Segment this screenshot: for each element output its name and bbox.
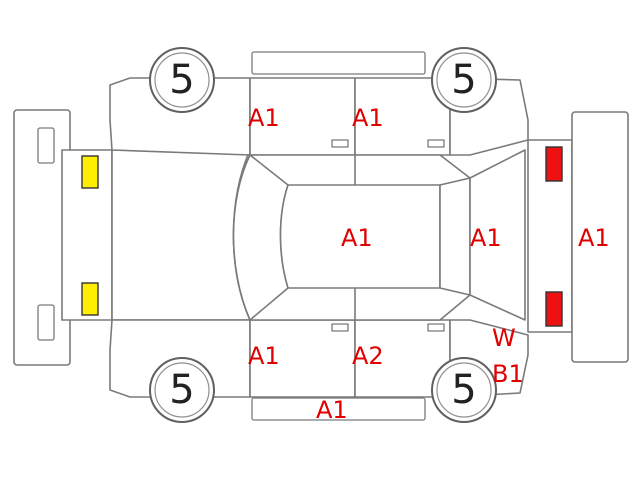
rear-bumper <box>571 111 629 363</box>
front-lamp-upper <box>81 155 99 189</box>
mark-rear-glass: A1 <box>470 224 502 252</box>
tire-rear-left: 5 <box>431 47 497 113</box>
tire-front-right: 5 <box>149 357 215 423</box>
front-lamp-lower <box>81 282 99 316</box>
mark-top-front-door: A1 <box>248 104 280 132</box>
mark-top-rear-door: A1 <box>352 104 384 132</box>
rear-lamp-upper <box>545 146 563 182</box>
tire-rear-right-depth: 5 <box>451 367 476 413</box>
hood <box>111 149 251 321</box>
mark-bottom-quarter-b: B1 <box>492 360 524 388</box>
tire-front-left: 5 <box>149 47 215 113</box>
mark-rear-panel: A1 <box>578 224 610 252</box>
front-fog-lamp-upper <box>37 127 55 164</box>
tire-rear-left-depth: 5 <box>451 57 476 103</box>
roof <box>279 184 441 289</box>
mark-roof: A1 <box>341 224 373 252</box>
top-rear-handle <box>427 139 445 148</box>
front-fog-lamp-lower <box>37 304 55 341</box>
rear-glass <box>469 149 526 321</box>
mark-bottom-quarter-w: W <box>492 324 516 352</box>
mark-bottom-sill: A1 <box>316 396 348 424</box>
rear-lamp-lower <box>545 291 563 327</box>
mark-bottom-rear-door: A2 <box>352 342 384 370</box>
rear-window-frame <box>439 177 471 296</box>
bottom-rear-handle <box>427 323 445 332</box>
tire-rear-right: 5 <box>431 357 497 423</box>
bottom-front-handle <box>331 323 349 332</box>
top-front-handle <box>331 139 349 148</box>
top-roof-rail <box>251 51 426 75</box>
bottom-sill-rail <box>251 397 426 421</box>
mark-bottom-front-door: A1 <box>248 342 280 370</box>
tire-front-right-depth: 5 <box>169 367 194 413</box>
tire-front-left-depth: 5 <box>169 57 194 103</box>
